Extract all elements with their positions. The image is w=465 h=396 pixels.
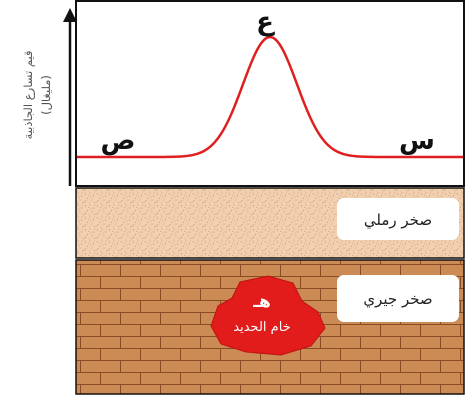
y-axis-label-line1: قيم تسارع الجاذبية [21,51,36,140]
y-axis-label-line2: (مليغال) [39,75,53,115]
ore-label: خام الحديد [233,320,290,335]
limestone-label: صخر جيري [363,290,432,309]
point-label-peak: ع [256,7,275,37]
ore-letter-label: هـ [252,292,271,312]
y-axis-arrowhead [63,8,77,22]
sandstone-label: صخر رملي [364,211,432,230]
y-axis-label: قيم تسارع الجاذبية (مليغال) [21,51,53,140]
point-label-right: س [399,126,435,156]
point-label-left: ص [101,126,136,156]
